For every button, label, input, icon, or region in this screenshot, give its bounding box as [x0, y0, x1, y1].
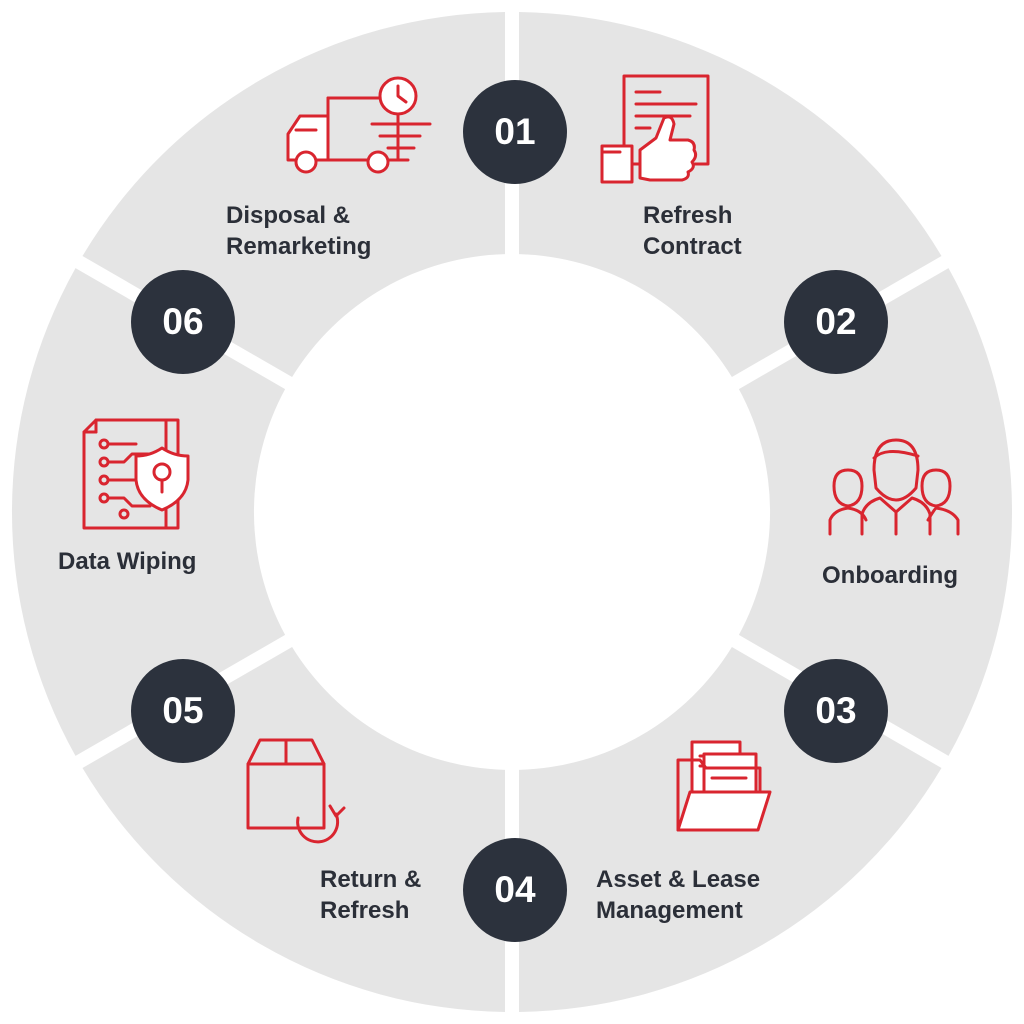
step-06-label: Disposal & Remarketing: [226, 200, 371, 262]
delivery-truck-clock-icon: [286, 76, 432, 174]
step-02-badge: 02: [784, 270, 888, 374]
step-03-label-line-1: Asset & Lease: [596, 866, 761, 893]
step-04-label-line-1: Return &: [320, 866, 422, 893]
step-03-label: Asset & Lease Management: [596, 864, 760, 926]
step-06-badge: 06: [131, 270, 235, 374]
step-02-label: Onboarding: [822, 560, 958, 591]
step-05-label: Data Wiping: [58, 546, 196, 577]
step-04-label-line-2: Refresh: [320, 897, 410, 924]
step-06-label-line-1: Disposal &: [226, 202, 351, 229]
step-05-label-line-1: Data Wiping: [58, 548, 197, 575]
folder-documents-icon: [676, 740, 772, 832]
segment-05: [11, 268, 286, 756]
step-02-label-line-1: Onboarding: [822, 562, 958, 589]
step-01-label-line-2: Contract: [643, 233, 742, 260]
step-04-badge: 04: [463, 838, 567, 942]
step-01-badge: 01: [463, 80, 567, 184]
thumbs-up-contract-icon: [600, 74, 710, 184]
circuit-shield-lock-icon: [82, 418, 190, 530]
step-01-label: Refresh Contract: [643, 200, 742, 262]
step-03-label-line-2: Management: [596, 897, 743, 924]
step-03-badge: 03: [784, 659, 888, 763]
step-06-label-line-2: Remarketing: [226, 233, 372, 260]
step-01-label-line-1: Refresh: [643, 202, 733, 229]
box-return-icon: [246, 738, 346, 844]
step-05-badge: 05: [131, 659, 235, 763]
segment-02: [738, 268, 1013, 756]
step-04-label: Return & Refresh: [320, 864, 421, 926]
team-people-icon: [828, 438, 960, 536]
